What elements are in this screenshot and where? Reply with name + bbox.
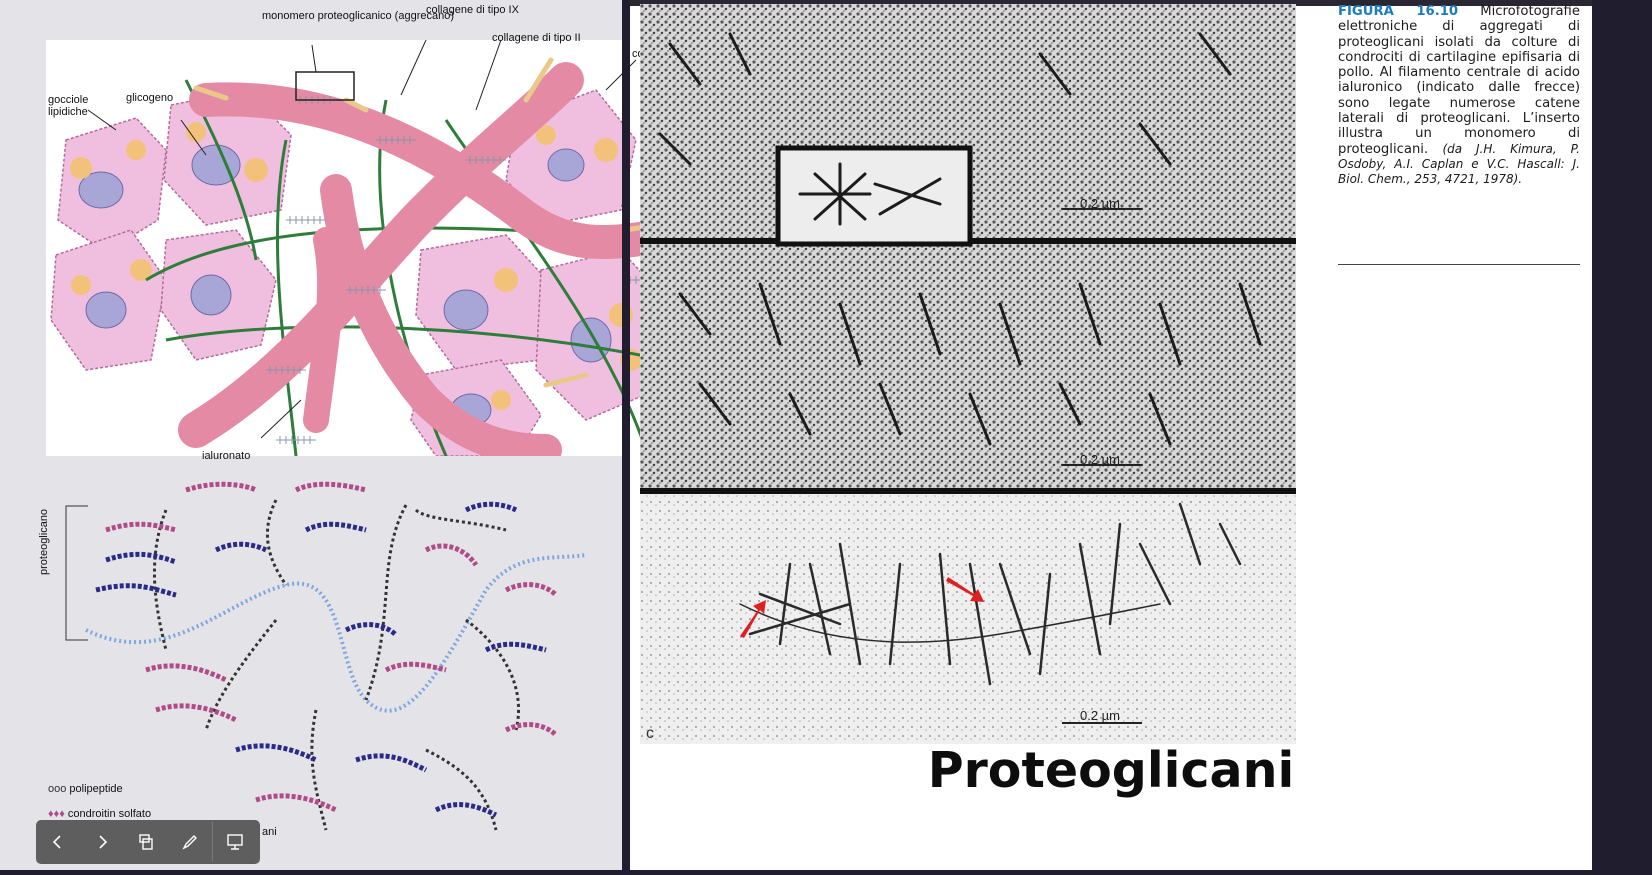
electron-micrographs: c [640,4,1296,744]
glycogen-label: glicogeno [126,92,174,104]
chevron-right-icon [99,835,108,849]
legend-chondroitin: ♦♦♦ condroitin solfato [48,808,151,820]
proteoglycan-bracket [65,505,88,641]
scale-label-3: 0.2 µm [1080,708,1121,723]
monomer-label: monomero proteoglicanico (aggrecano) [262,10,454,22]
polypeptide-text: polipeptide [69,783,123,795]
scale-label-1: 0.2 µm [1080,196,1121,211]
micrograph-b [640,242,1296,492]
micrograph-c [640,492,1296,744]
slides-overview-icon [139,834,153,850]
cartilage-matrix-diagram [46,40,706,456]
hyaluronate-label: ialuronato [202,450,251,462]
monomer-inset [775,145,973,247]
label-leader-lines [87,40,637,439]
red-arrow-2 [946,577,984,602]
aggregate-filaments-c [739,502,1242,686]
previous-slide-button[interactable] [36,820,80,864]
scale-bar-3 [1062,722,1142,724]
presenter-view-icon [227,834,243,850]
polypeptide-symbol: ooo [48,783,67,795]
collagen-ii-label: collagene di tipo II [492,32,581,44]
toolbar-separator [212,822,213,862]
chondroitin-symbol: ♦♦♦ [48,808,65,820]
panel-c-label: c [646,725,654,742]
slide-title: Proteoglicani [927,742,1295,799]
caption-rule [1338,264,1580,265]
red-arrows [740,577,984,638]
legend-polypeptide: ooo polipeptide [48,783,123,795]
figure-label: FIGURA 16.10 [1338,4,1459,19]
top-dark-band [630,0,1592,6]
pen-icon [182,835,197,850]
collagen-ix-label: collagene di tipo IX [426,4,519,16]
legend-partial-text: ani [262,826,277,838]
scale-bar-2 [1062,464,1142,466]
proteoglycan-side-label: proteoglicano [38,508,50,575]
proteoglycan-filaments [658,32,1262,446]
slides-overview-button[interactable] [124,820,168,864]
pen-button[interactable] [168,820,212,864]
polypeptide-cores [153,499,521,831]
slide-divider [622,0,630,870]
red-arrow-1 [740,600,766,638]
scale-label-2: 0.2 µm [1080,452,1121,467]
presentation-toolbar [36,820,260,864]
next-slide-button[interactable] [80,820,124,864]
side-chains [95,481,558,818]
bottom-dark-band [0,870,1652,875]
figure-caption: FIGURA 16.10 Microfotografie elettronich… [1338,4,1580,188]
caption-citation: (da J.H. Kimura, P. Osdoby, A.I. Caplan … [1338,141,1580,187]
lipid-droplets-label: gocciole lipidiche [48,94,89,118]
collagen-fibrils [178,62,683,456]
scale-bar-1 [1062,208,1142,210]
caption-text: Microfotografie elettroniche di aggregat… [1338,4,1580,157]
right-dark-margin [1592,0,1652,875]
presenter-view-button[interactable] [213,820,257,864]
proteoglycan-aggregate-diagram [65,481,587,831]
hyaluronan-backbone [85,553,587,713]
monomer-inset-box [295,71,355,101]
chevron-left-icon [52,835,61,849]
chondroitin-text: condroitin solfato [67,808,152,820]
